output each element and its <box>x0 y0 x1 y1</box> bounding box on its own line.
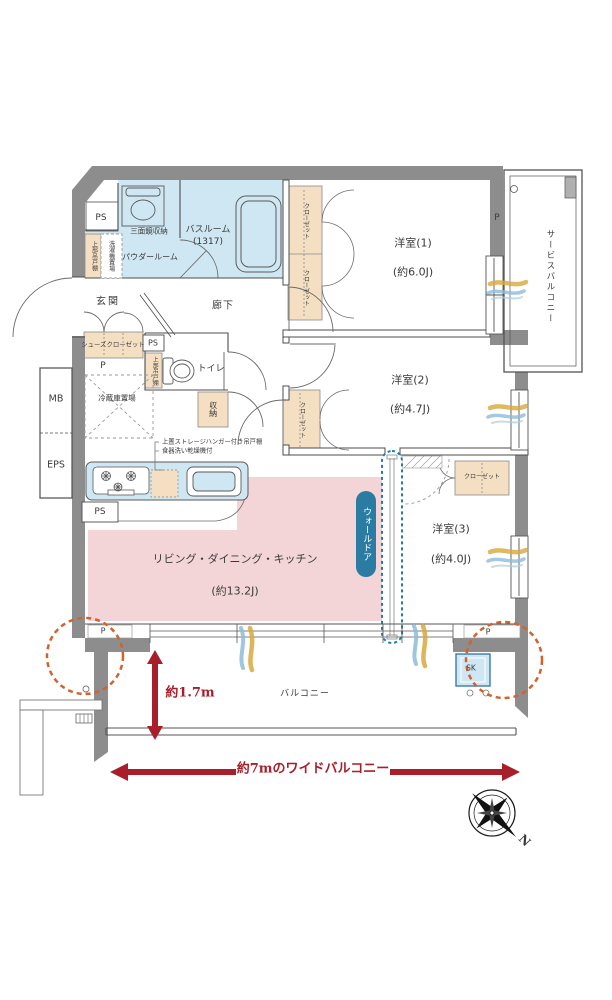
width-dimension-arrow <box>110 763 520 781</box>
eps-shaft-label: EPS <box>47 459 65 471</box>
bedroom2-size-label: (約4.7J) <box>389 402 431 416</box>
closet2-label: クローゼット <box>298 402 306 438</box>
storage-box <box>197 391 229 428</box>
ps-shaft-top-label: PS <box>95 212 107 223</box>
bedroom1-size-label: (約6.0J) <box>392 265 434 279</box>
shoes-door-arcs <box>83 311 144 333</box>
bedroom2-door-arc <box>289 342 336 389</box>
laundry-upper-cabinet-label: 上部吊戸棚 <box>90 241 98 271</box>
powder-room-label: パウダールーム <box>122 252 178 262</box>
slop-sink-label: SK <box>466 663 476 673</box>
closet-detail-lines <box>103 190 483 493</box>
storage-fills <box>83 185 510 496</box>
window-decor-flames <box>239 279 529 673</box>
bath-door-arc <box>179 239 219 279</box>
bedroom2-label: 洋室(2) <box>391 373 429 387</box>
dishwasher <box>150 469 179 498</box>
bedroom3-dashed-arc <box>403 458 450 505</box>
balcony-label: バルコニー <box>280 688 330 699</box>
storage-label: 収納 <box>208 401 218 417</box>
ldk-size-label: (約13.2J) <box>211 584 259 598</box>
ldk-floor <box>88 477 383 621</box>
balcony-right-fin <box>515 598 528 718</box>
kitchen-note-line2: 食器洗い乾燥機付 <box>162 447 213 455</box>
kitchen-note-leader <box>154 441 163 471</box>
pipe-bedroom1-label: P <box>494 212 500 223</box>
sink <box>186 466 242 497</box>
door-arcs <box>12 189 456 505</box>
mb-shaft-label: MB <box>48 393 64 405</box>
storage-door-arc <box>227 391 264 428</box>
pipe-entrance-label: P <box>100 360 106 371</box>
service-balcony-label: サービスバルコニー <box>544 229 555 325</box>
fridge-space-label: 冷蔵庫置場 <box>98 393 136 403</box>
closet3-label: クローゼット <box>463 473 501 481</box>
ps-shaft-toilet-label: PS <box>148 338 158 348</box>
bedroom2-window <box>510 389 529 451</box>
bathroom-size-label: (1317) <box>193 236 223 247</box>
pipe-balcony-left-label: P <box>100 626 106 636</box>
ps-shaft-kitchen-label: PS <box>94 506 106 517</box>
shoes-closet-label: シューズクローゼット <box>81 340 145 349</box>
closet3-box <box>454 460 510 496</box>
neighbor-structure <box>19 685 103 796</box>
toilet-upper-cabinet-label: 上部吊戸棚 <box>151 356 158 386</box>
thin-lines <box>39 180 283 523</box>
corridor-label: 廊下 <box>212 300 234 312</box>
washer-space-box <box>100 233 123 279</box>
ldk-label: リビング・ダイニング・キッチン <box>152 552 318 566</box>
washer-space-label: 洗濯機置場 <box>107 240 115 272</box>
wall-door-track <box>381 450 403 644</box>
closet1b-label: クローゼット <box>302 270 310 306</box>
hose-bib <box>510 185 518 193</box>
pipe-balcony-right-label: P <box>485 627 491 637</box>
drain-pipe <box>564 176 577 199</box>
closet1a-label: クローゼット <box>302 203 310 239</box>
mirror-cabinet-label: 三面鏡収納 <box>130 226 168 236</box>
partition-handle <box>82 685 90 693</box>
slop-sink <box>455 653 491 697</box>
accent-circles <box>45 616 544 700</box>
bedroom1-label: 洋室(1) <box>394 236 432 250</box>
vanity-mirror-cabinet <box>121 185 165 227</box>
bedroom3-label: 洋室(3) <box>432 522 470 536</box>
ldk-door-arc <box>237 399 284 446</box>
toilet-door-arc <box>227 351 267 391</box>
bathtub <box>235 195 282 273</box>
closet1-door-arcs <box>321 189 355 319</box>
entrance-door-arc <box>12 277 73 338</box>
kitchen-note-line1: 上置ストレージハンガー付き吊戸棚 <box>162 438 263 446</box>
windows-right <box>485 255 529 599</box>
hanging-wall-hatch <box>401 455 443 469</box>
closet1-box <box>287 185 323 321</box>
bathroom-label: バスルーム <box>185 224 231 235</box>
closet2-door-arcs <box>319 389 350 451</box>
entrance-label: 玄関 <box>96 296 120 308</box>
stove-burners <box>101 471 136 492</box>
kitchen-counter <box>85 461 249 501</box>
stove <box>92 466 150 496</box>
bedroom3-size-label: (約4.0J) <box>430 552 472 566</box>
bedroom1-door-arc <box>287 286 334 333</box>
toilet-label: トイレ <box>197 363 225 374</box>
toilet-fixture <box>162 357 195 385</box>
balcony-rail <box>105 727 517 736</box>
balcony-width-dimension: 約7mのワイドバルコニー <box>236 761 390 777</box>
fridge-space <box>84 374 154 439</box>
depth-dimension-arrow <box>147 650 163 740</box>
wall-door-label: ウォールドア <box>361 507 372 561</box>
balcony-depth-dimension: 約1.7m <box>165 685 215 701</box>
wall-door-label-plate <box>356 491 376 577</box>
service-balcony-rail <box>503 169 583 373</box>
